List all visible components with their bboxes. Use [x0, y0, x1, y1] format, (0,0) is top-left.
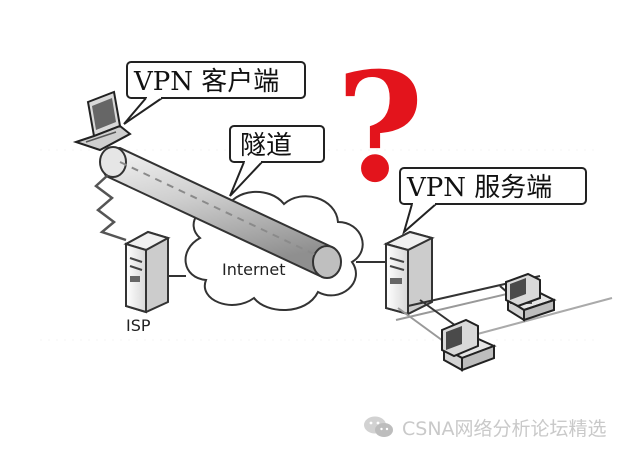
vpn-server-label: VPN 服务端	[406, 173, 552, 203]
vpn-client-label: VPN 客户端	[133, 67, 279, 97]
wechat-icon	[364, 416, 393, 437]
vpn-server-icon	[383, 230, 435, 316]
workstation-icon	[505, 272, 557, 322]
vpn-client-callout: VPN 客户端	[123, 61, 306, 125]
laptop-icon	[72, 90, 132, 152]
vpn-server-callout: VPN 服务端	[399, 167, 587, 235]
watermark: CSNA网络分析论坛精选	[362, 410, 632, 444]
tunnel-label: 隧道	[240, 131, 292, 161]
isp-label: ISP	[126, 316, 151, 335]
dialup-link	[94, 174, 127, 242]
isp-server	[123, 230, 171, 314]
workstation-icon	[441, 318, 497, 372]
watermark-text: CSNA网络分析论坛精选	[402, 417, 607, 440]
tunnel-callout: 隧道	[229, 125, 325, 197]
vpn-tunnel	[99, 146, 342, 279]
internet-label: Internet	[222, 260, 286, 279]
